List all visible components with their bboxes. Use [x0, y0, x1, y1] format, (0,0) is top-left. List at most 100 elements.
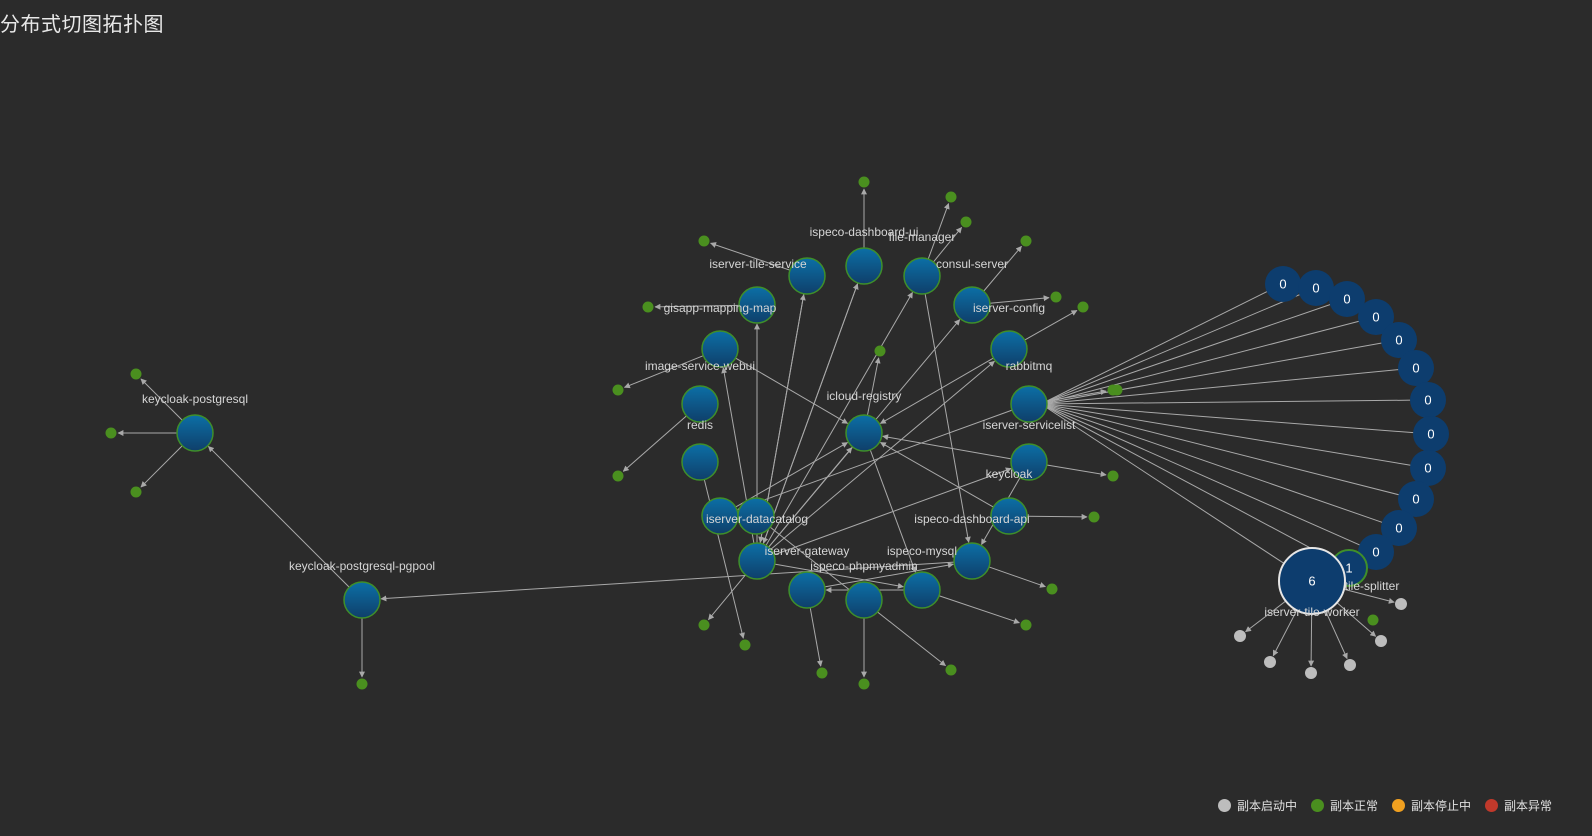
legend-item[interactable]: 副本正常 [1310, 797, 1378, 814]
replica-normal-dot[interactable] [698, 235, 710, 247]
service-node-rabbitmq[interactable] [1010, 385, 1048, 423]
queue-count-label: 0 [1372, 310, 1379, 325]
replica-starting-dot[interactable] [1375, 635, 1387, 647]
service-node-iserver-config[interactable] [990, 330, 1028, 368]
service-node-ispeco-mysql[interactable] [903, 571, 941, 609]
replica-edge [983, 245, 1022, 292]
dependency-edge [208, 446, 350, 588]
queue-count-node[interactable] [1298, 270, 1334, 306]
service-node-ispeco-phpmyadmin[interactable] [788, 571, 826, 609]
replica-normal-dot[interactable] [105, 427, 117, 439]
replica-starting-dot[interactable] [1264, 656, 1276, 668]
queue-count-label: 0 [1427, 427, 1434, 442]
dependency-edge [879, 442, 994, 508]
service-label: rabbitmq [1006, 359, 1053, 373]
service-label: ispeco-mysql [887, 544, 957, 558]
service-node-image-service-webui[interactable] [701, 330, 739, 368]
replica-edge [1026, 513, 1088, 520]
replica-normal-dot[interactable] [642, 301, 654, 313]
replica-normal-dot[interactable] [960, 216, 972, 228]
queue-count-label: 0 [1279, 277, 1286, 292]
replica-normal-dot[interactable] [1046, 583, 1058, 595]
service-node-svc-unlabeled-b[interactable] [681, 443, 719, 481]
service-node-consul-server[interactable] [953, 286, 991, 324]
service-node-file-manager[interactable] [903, 257, 941, 295]
service-node-iserver-tile-service[interactable] [788, 257, 826, 295]
legend-item[interactable]: 副本异常 [1484, 797, 1552, 814]
replica-normal-dot[interactable] [612, 384, 624, 396]
service-node-keycloak[interactable] [990, 497, 1028, 535]
legend-dot-icon [1391, 799, 1405, 812]
service-node-iserver-gateway[interactable] [738, 542, 776, 580]
queue-count-node[interactable] [1358, 534, 1394, 570]
replica-edge [140, 378, 183, 421]
service-node-iserver-servicelist[interactable] [1010, 443, 1048, 481]
replica-normal-dot[interactable] [1077, 301, 1089, 313]
queue-count-node[interactable] [1329, 281, 1365, 317]
legend-label: 副本正常 [1329, 799, 1378, 813]
queue-count-node[interactable] [1381, 322, 1417, 358]
queue-count-node[interactable] [1410, 382, 1446, 418]
replica-normal-dot[interactable] [1367, 614, 1379, 626]
replica-starting-dot[interactable] [1344, 659, 1356, 671]
replica-normal-dot[interactable] [612, 470, 624, 482]
queue-count-node[interactable] [1410, 450, 1446, 486]
queue-count-node[interactable] [1398, 350, 1434, 386]
replica-normal-dot[interactable] [1107, 470, 1119, 482]
queue-count-node[interactable] [1381, 510, 1417, 546]
replica-edge [654, 303, 740, 310]
service-node-svc-unlabeled-c[interactable] [737, 497, 775, 535]
replica-edge [1325, 610, 1348, 660]
service-node-svc-unlabeled-a[interactable] [845, 581, 883, 619]
service-node-keycloak-postgresql-pgpool[interactable] [343, 581, 381, 619]
queue-count-node[interactable] [1358, 299, 1394, 335]
replica-normal-dot[interactable] [130, 368, 142, 380]
service-label: ispeco-phpmyadmin [810, 559, 917, 573]
replica-normal-dot[interactable] [1111, 384, 1123, 396]
legend-dot-icon [1484, 799, 1498, 812]
queue-count-node[interactable] [1413, 416, 1449, 452]
service-label: iserver-gateway [765, 544, 850, 558]
replica-normal-dot[interactable] [739, 639, 751, 651]
legend-label: 副本异常 [1503, 799, 1552, 813]
replica-edge [866, 357, 881, 416]
replica-edge [1308, 613, 1315, 667]
replica-normal-dot[interactable] [858, 678, 870, 690]
service-node-gisapp-mapping-map[interactable] [738, 286, 776, 324]
replica-normal-dot[interactable] [1020, 619, 1032, 631]
replica-edge [140, 445, 183, 488]
replica-normal-dot[interactable] [1088, 511, 1100, 523]
service-node-icloud-registry[interactable] [845, 414, 883, 452]
service-node-redis[interactable] [681, 385, 719, 423]
replica-starting-dot[interactable] [1395, 598, 1407, 610]
service-node-keycloak-postgresql[interactable] [176, 414, 214, 452]
replica-normal-dot[interactable] [858, 176, 870, 188]
replica-normal-dot[interactable] [1020, 235, 1032, 247]
replica-starting-dot[interactable] [1234, 630, 1246, 642]
legend-item[interactable]: 副本停止中 [1391, 797, 1471, 814]
queue-count-node[interactable] [1265, 266, 1301, 302]
service-node-ispeco-dashboard-ui[interactable] [845, 247, 883, 285]
replica-normal-dot[interactable] [874, 345, 886, 357]
queue-edge [1040, 293, 1302, 405]
service-label: file-manager [889, 230, 956, 244]
replica-edge [1343, 588, 1395, 604]
replica-normal-dot[interactable] [130, 486, 142, 498]
queue-count-node[interactable] [1278, 547, 1346, 615]
queue-edge [1040, 290, 1269, 405]
replica-normal-dot[interactable] [356, 678, 368, 690]
replica-starting-dot[interactable] [1305, 667, 1317, 679]
queue-count-label: 0 [1312, 281, 1319, 296]
dependency-edge [735, 442, 849, 508]
replica-normal-dot[interactable] [945, 664, 957, 676]
replica-normal-dot[interactable] [816, 667, 828, 679]
queue-edge [1040, 403, 1413, 466]
replica-normal-dot[interactable] [945, 191, 957, 203]
replica-normal-dot[interactable] [698, 619, 710, 631]
dependency-edge [762, 282, 859, 544]
queue-count-node[interactable] [1398, 481, 1434, 517]
legend-item[interactable]: 副本启动中 [1217, 797, 1297, 814]
replica-normal-dot[interactable] [1050, 291, 1062, 303]
service-node-ispeco-dashboard-api[interactable] [953, 542, 991, 580]
